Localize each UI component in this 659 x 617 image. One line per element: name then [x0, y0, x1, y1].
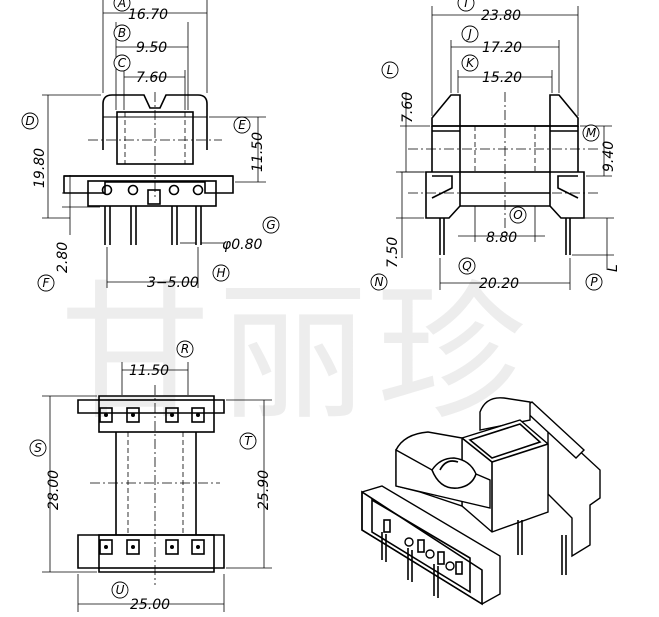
label-r: R [181, 342, 189, 356]
label-circle-u [111, 581, 129, 599]
dim-s-value: 28.00 [46, 470, 62, 510]
label-c: C [118, 56, 127, 70]
label-circle-e [233, 116, 251, 134]
dim-e-value: 11.50 [250, 132, 266, 172]
label-circle-p [585, 273, 603, 291]
label-i: I [464, 0, 468, 10]
label-p: P [590, 275, 598, 289]
label-f: F [43, 276, 51, 290]
label-b: B [118, 26, 126, 40]
label-u: U [116, 583, 125, 597]
label-s: S [34, 441, 42, 455]
label-l: L [387, 63, 394, 77]
label-circle-c [113, 54, 131, 72]
dim-k-value: 15.20 [482, 70, 522, 86]
label-a: A [117, 0, 126, 10]
label-circle-k [461, 54, 479, 72]
dim-i-value: 23.80 [481, 8, 521, 24]
dim-l-value: 7.60 [400, 92, 416, 123]
label-q: Q [462, 259, 471, 273]
bottom-view: R 11.50 S 28.00 T 25.90 U 25.00 [29, 340, 272, 613]
label-circle-f [37, 274, 55, 292]
label-d: D [25, 114, 34, 128]
label-circle-b [113, 24, 131, 42]
label-circle-g [262, 216, 280, 234]
label-circle-o [509, 206, 527, 224]
label-circle-h [212, 264, 230, 282]
dim-n-value: 7.50 [385, 237, 401, 268]
label-e: E [238, 118, 246, 132]
label-j: J [466, 27, 472, 41]
label-circle-r [176, 340, 194, 358]
label-o: O [513, 208, 522, 222]
dim-b-value: 9.50 [136, 40, 167, 56]
dim-j-value: 17.20 [482, 40, 522, 56]
label-k: K [466, 56, 475, 70]
dim-o-value: 8.80 [486, 230, 517, 246]
dim-u-value: 25.00 [130, 597, 170, 613]
dim-d-value: 19.80 [32, 148, 48, 188]
dim-c-value: 7.60 [136, 70, 167, 86]
label-t: T [244, 434, 253, 448]
label-circle-a [113, 0, 131, 12]
watermark-text: 甘丽珍 [60, 267, 534, 441]
label-circle-m [582, 124, 600, 142]
label-circle-q [458, 257, 476, 275]
dim-m-value: 9.40 [601, 141, 617, 172]
dim-t-value: 25.90 [256, 470, 272, 510]
dim-r-value: 11.50 [129, 363, 169, 379]
label-circle-l [381, 61, 399, 79]
label-circle-n [370, 273, 388, 291]
label-circle-t [239, 432, 257, 450]
dim-g-value: φ0.80 [222, 237, 263, 253]
label-n: N [375, 275, 384, 289]
side-view: I 23.80 J 17.20 K 15.20 L 7.60 M 9.40 [370, 0, 621, 292]
label-g: G [266, 218, 275, 232]
dim-q-value: 20.20 [479, 276, 519, 292]
dim-h-value: 3−5.00 [147, 275, 199, 291]
label-circle-j [461, 25, 479, 43]
dim-f-value: 2.80 [55, 242, 71, 273]
front-view: A 16.70 B 9.50 C 7.60 D 19.80 E 11.50 [21, 0, 280, 292]
label-h: H [216, 266, 225, 280]
label-circle-d [21, 112, 39, 130]
label-m: M [586, 126, 597, 140]
label-circle-i [457, 0, 475, 12]
dim-pin-length-label: L [605, 264, 621, 272]
label-circle-s [29, 439, 47, 457]
isometric-view [361, 397, 601, 606]
dim-a-value: 16.70 [128, 7, 168, 23]
